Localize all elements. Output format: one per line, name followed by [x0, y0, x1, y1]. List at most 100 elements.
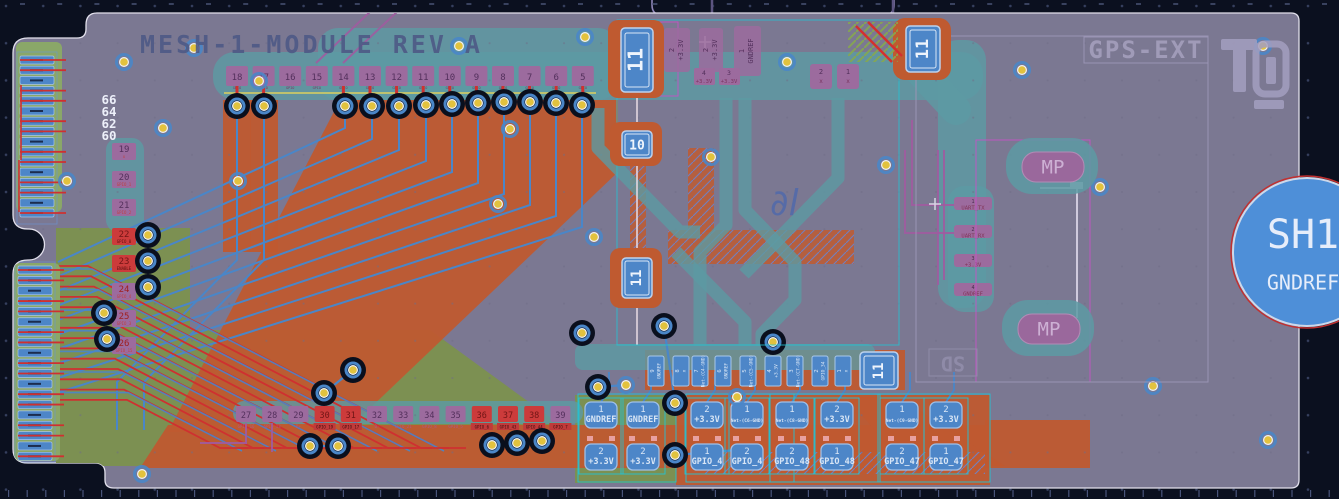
edge-connector-pad[interactable]	[17, 296, 64, 306]
edge-connector-pad[interactable]	[17, 400, 64, 409]
via[interactable]	[778, 53, 796, 71]
edge-connector-pad[interactable]	[17, 358, 64, 368]
big-pad-10[interactable]: 10	[610, 122, 662, 166]
edge-connector-pad[interactable]	[17, 389, 64, 399]
via[interactable]	[617, 376, 635, 394]
through-hole[interactable]	[135, 248, 161, 274]
edge-connector-pad[interactable]	[19, 208, 66, 218]
through-hole[interactable]	[135, 274, 161, 300]
through-hole[interactable]	[251, 93, 277, 119]
through-hole[interactable]	[662, 390, 688, 416]
through-hole[interactable]	[439, 91, 465, 117]
edge-connector-pad[interactable]	[19, 127, 66, 136]
via[interactable]	[115, 53, 133, 71]
via[interactable]	[489, 195, 507, 213]
edge-connector-pad[interactable]	[19, 86, 66, 95]
via[interactable]	[585, 228, 603, 246]
through-hole[interactable]	[651, 313, 677, 339]
edge-connector-pad[interactable]	[19, 55, 66, 65]
via[interactable]	[250, 72, 268, 90]
via[interactable]	[185, 39, 203, 57]
edge-connector-pad[interactable]	[19, 96, 66, 106]
through-hole[interactable]	[224, 93, 250, 119]
through-hole[interactable]	[311, 380, 337, 406]
edge-connector-pad[interactable]	[17, 276, 64, 285]
mount-pad-1[interactable]: MP	[1006, 138, 1098, 194]
through-hole[interactable]	[94, 326, 120, 352]
via[interactable]	[450, 37, 468, 55]
through-hole[interactable]	[386, 93, 412, 119]
through-hole[interactable]	[91, 300, 117, 326]
edge-connector-pad[interactable]	[17, 441, 53, 451]
edge-connector-pad[interactable]	[17, 265, 64, 275]
through-hole[interactable]	[340, 357, 366, 383]
through-hole[interactable]	[325, 433, 351, 459]
edge-connector-pad[interactable]	[17, 420, 64, 430]
via[interactable]	[154, 119, 172, 137]
edge-connector-pad[interactable]	[19, 198, 55, 208]
edge-connector-pad[interactable]	[19, 157, 66, 167]
mount-pad-2[interactable]: MP	[1002, 300, 1094, 356]
edge-connector-pad[interactable]	[19, 137, 55, 146]
gps-header-pad-3[interactable]: 3+3.3V	[954, 254, 992, 269]
via[interactable]	[133, 465, 151, 483]
through-hole[interactable]	[479, 432, 505, 458]
via[interactable]	[501, 120, 519, 138]
edge-connector-pad[interactable]	[17, 286, 53, 296]
via[interactable]	[1144, 377, 1162, 395]
edge-connector-pad[interactable]	[17, 379, 53, 389]
via[interactable]	[1013, 61, 1031, 79]
module-pad-side-19[interactable]: 19x	[112, 143, 136, 160]
through-hole[interactable]	[413, 92, 439, 118]
via[interactable]	[1259, 431, 1277, 449]
module-pad-bottom-32[interactable]: 32D-	[367, 406, 387, 429]
through-hole[interactable]	[135, 222, 161, 248]
edge-connector-pad[interactable]	[17, 348, 53, 358]
edge-connector-pad[interactable]	[19, 147, 66, 157]
through-hole[interactable]	[529, 428, 555, 454]
pads-layer[interactable]: 18GPIO17GPIO16GPIO15GPIO14GPIO13GPIO12GP…	[112, 66, 992, 483]
through-hole[interactable]	[569, 92, 595, 118]
big-pad-11-top[interactable]: 11	[608, 20, 664, 98]
through-hole[interactable]	[760, 329, 786, 355]
through-hole[interactable]	[297, 433, 323, 459]
edge-connector-pad[interactable]	[17, 451, 64, 461]
edge-connector-pad[interactable]	[19, 106, 55, 116]
through-hole[interactable]	[359, 93, 385, 119]
edge-connectors-layer[interactable]	[14, 42, 66, 463]
through-hole[interactable]	[517, 89, 543, 115]
edge-connector-pad[interactable]	[17, 410, 53, 420]
through-hole[interactable]	[585, 374, 611, 400]
through-hole[interactable]	[662, 442, 688, 468]
through-hole[interactable]	[332, 93, 358, 119]
via[interactable]	[702, 148, 720, 166]
